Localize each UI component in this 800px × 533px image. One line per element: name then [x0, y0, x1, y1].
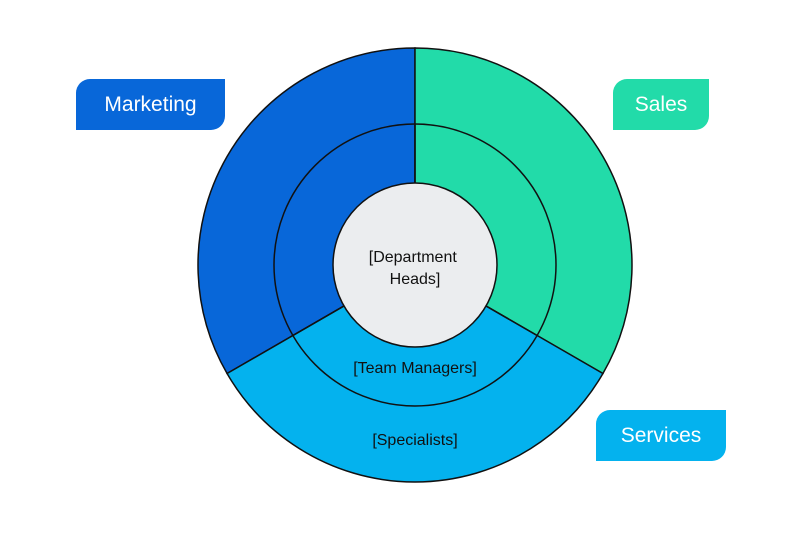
marketing-tag: Marketing	[76, 79, 225, 130]
sales-tag: Sales	[613, 79, 709, 130]
divider-marketing-services	[292, 305, 345, 337]
divider-sales-services	[485, 305, 538, 337]
department-heads-line-1: [Department	[369, 249, 458, 266]
team-managers-label: [Team Managers]	[353, 360, 477, 377]
specialists-label: [Specialists]	[372, 432, 457, 449]
department-heads-label: [Department Heads]	[369, 249, 462, 288]
services-tag: Services	[596, 410, 726, 461]
department-heads-line-2: Heads]	[390, 271, 441, 288]
department-heads-circle	[332, 182, 498, 348]
